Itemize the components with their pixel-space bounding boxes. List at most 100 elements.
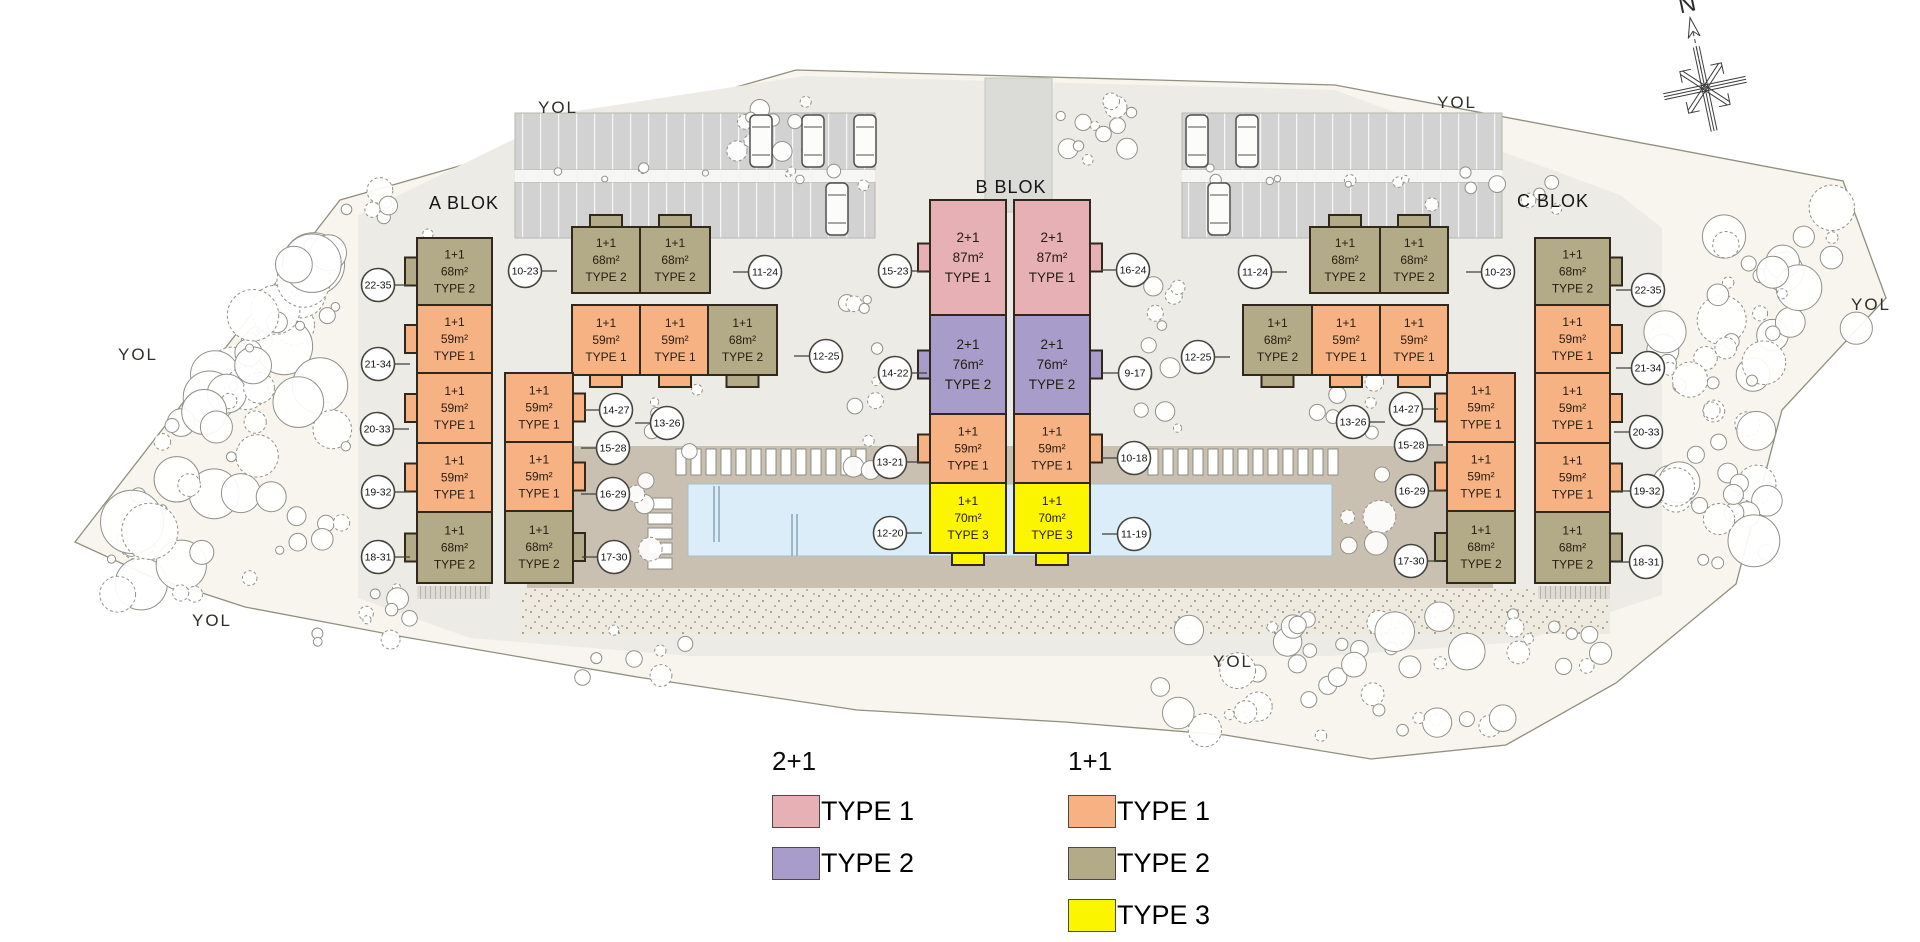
apartment-unit-shape[interactable]: [416, 442, 493, 513]
unit-number-badge[interactable]: 13-21: [872, 444, 923, 480]
unit-number-badge[interactable]: 15-23: [877, 253, 928, 289]
apartment-unit-shape[interactable]: [1013, 199, 1091, 316]
apartment-unit-shape[interactable]: [1534, 511, 1611, 584]
unit-number-badge[interactable]: 20-33: [1614, 414, 1664, 450]
unit-number-badge[interactable]: 15-28: [581, 430, 631, 466]
unit-number-badge[interactable]: 16-29: [581, 476, 631, 512]
apartment-unit-shape[interactable]: [929, 314, 1007, 415]
unit-number-badge[interactable]: 21-34: [1616, 350, 1666, 386]
apartment-unit-shape[interactable]: [929, 413, 1007, 484]
apartment-unit-shape[interactable]: [1013, 413, 1091, 484]
apartment-unit-shape[interactable]: [416, 511, 493, 584]
unit-number-badge[interactable]: 22-35: [360, 267, 411, 303]
apartment-unit-shape[interactable]: [639, 226, 711, 294]
apartment-unit-shape[interactable]: [416, 372, 493, 444]
apartment-unit-shape[interactable]: [929, 482, 1007, 554]
unit-number-badge[interactable]: 12-25: [794, 338, 844, 374]
unit-number-badge[interactable]: 10-23: [1466, 254, 1516, 290]
unit-number-badge[interactable]: 17-30: [1393, 543, 1444, 579]
apartment-unit-shape[interactable]: [416, 304, 493, 374]
unit-number-badge[interactable]: 14-27: [1388, 391, 1439, 427]
apartment-unit-shape[interactable]: [929, 199, 1007, 316]
unit-number-badge[interactable]: 9-17: [1103, 355, 1153, 391]
apartment-unit-shape[interactable]: [1309, 226, 1381, 294]
unit-number-badge[interactable]: 14-27: [584, 392, 634, 428]
unit-number-badge[interactable]: 11-19: [1102, 516, 1152, 552]
unit-number-badge[interactable]: 12-25: [1180, 339, 1231, 375]
unit-number-badge[interactable]: 13-26: [1335, 404, 1386, 440]
apartment-unit-shape[interactable]: [504, 510, 574, 584]
apartment-unit-shape[interactable]: [1446, 372, 1516, 443]
unit-number-badge[interactable]: 21-34: [360, 346, 411, 382]
unit-number-badge[interactable]: 14-22: [877, 355, 928, 391]
unit-number-badge[interactable]: 16-29: [1394, 473, 1445, 509]
unit-number-badge[interactable]: 13-26: [635, 405, 685, 441]
apartment-unit-shape[interactable]: [707, 304, 778, 376]
unit-number-badge[interactable]: 22-35: [1616, 272, 1666, 308]
apartment-unit-shape[interactable]: [1534, 372, 1611, 444]
unit-number-badge[interactable]: 16-24: [1101, 252, 1151, 288]
apartment-unit-shape[interactable]: [1534, 304, 1611, 374]
apartment-unit-shape[interactable]: [639, 304, 711, 376]
apartment-unit-shape[interactable]: [1379, 226, 1449, 294]
apartment-unit-shape[interactable]: [1534, 237, 1611, 306]
unit-number-badge[interactable]: 10-18: [1102, 440, 1152, 476]
unit-number-badge[interactable]: 11-24: [733, 254, 783, 290]
apartment-unit-shape[interactable]: [1013, 314, 1091, 415]
unit-number-badge[interactable]: 10-23: [507, 253, 558, 289]
unit-number-badge[interactable]: 20-33: [359, 411, 410, 447]
unit-number-badge[interactable]: 11-24: [1237, 254, 1288, 290]
apartment-unit-shape[interactable]: [1013, 482, 1091, 554]
unit-number-badge[interactable]: 19-32: [360, 474, 411, 510]
apartment-unit-shape[interactable]: [1446, 510, 1516, 584]
apartment-unit-shape[interactable]: [416, 237, 493, 306]
apartment-unit-shape[interactable]: [504, 372, 574, 443]
apartment-unit-shape[interactable]: [1379, 304, 1449, 376]
unit-number-badge[interactable]: 15-28: [1393, 427, 1444, 463]
apartment-unit-shape[interactable]: [1242, 304, 1313, 376]
sunbed: [825, 448, 837, 476]
unit-number-badge[interactable]: 12-20: [872, 515, 923, 551]
apartment-unit-shape[interactable]: [1534, 442, 1611, 513]
unit-number-badge[interactable]: 19-32: [1615, 473, 1665, 509]
apartment-unit-shape[interactable]: [571, 304, 641, 376]
unit-number-badge[interactable]: 18-31: [1614, 544, 1664, 580]
apartment-unit-shape[interactable]: [571, 226, 641, 294]
unit-number-badge[interactable]: 18-31: [360, 539, 411, 575]
unit-number-badge[interactable]: 17-30: [582, 539, 632, 575]
